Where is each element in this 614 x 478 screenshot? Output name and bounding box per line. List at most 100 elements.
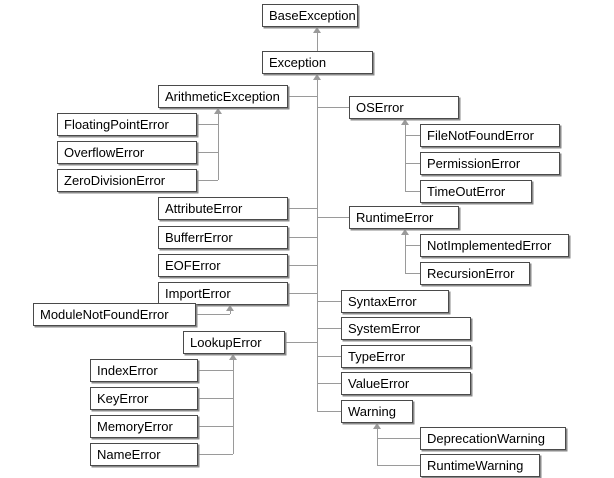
- edge-module-not-found-to-import-error: [196, 314, 230, 315]
- edge-floating-point-error-to-arithmetic-exception: [197, 124, 218, 125]
- exception-trunk: [317, 80, 318, 412]
- node-type-error[interactable]: TypeError: [341, 345, 471, 368]
- node-label: FloatingPointError: [64, 117, 169, 132]
- node-label: FileNotFoundError: [427, 128, 534, 143]
- node-eof-error[interactable]: EOFError: [158, 254, 288, 277]
- edge-name-error-to-lookup-error: [198, 454, 233, 455]
- node-value-error[interactable]: ValueError: [341, 372, 471, 395]
- edge-memory-error-to-lookup-error: [198, 426, 233, 427]
- node-time-out-error[interactable]: TimeOutError: [420, 180, 532, 203]
- node-os-error[interactable]: OSError: [349, 96, 459, 119]
- node-system-error[interactable]: SystemError: [341, 317, 471, 340]
- node-label: SyntaxError: [348, 294, 417, 309]
- node-memory-error[interactable]: MemoryError: [90, 415, 198, 438]
- arrow-warning: [373, 423, 381, 429]
- arrow-os-error: [401, 119, 409, 125]
- riser-lookup-error: [233, 360, 234, 454]
- edge-eof-error-to-exception: [288, 265, 317, 266]
- node-label: ModuleNotFoundError: [40, 307, 169, 322]
- node-label: DeprecationWarning: [427, 431, 546, 446]
- node-label: BufferrError: [165, 230, 233, 245]
- node-label: BaseException: [269, 8, 356, 23]
- node-bufferr-error[interactable]: BufferrError: [158, 226, 288, 249]
- node-label: SystemError: [348, 321, 421, 336]
- node-label: OverflowError: [64, 145, 145, 160]
- node-label: AttributeError: [165, 201, 243, 216]
- node-attribute-error[interactable]: AttributeError: [158, 197, 288, 220]
- node-label: KeyError: [97, 391, 149, 406]
- edge-recursion-error-to-runtime-error: [405, 273, 420, 274]
- edge-type-error-to-exception: [317, 356, 341, 357]
- node-floating-point-error[interactable]: FloatingPointError: [57, 113, 197, 136]
- arrow-runtime-error: [401, 229, 409, 235]
- node-name-error[interactable]: NameError: [90, 443, 198, 466]
- node-overflow-error[interactable]: OverflowError: [57, 141, 197, 164]
- node-warning[interactable]: Warning: [341, 400, 413, 423]
- node-label: OSError: [356, 100, 404, 115]
- node-label: RecursionError: [427, 266, 515, 281]
- riser-import-error: [230, 311, 231, 314]
- edge-index-error-to-lookup-error: [198, 370, 233, 371]
- edge-overflow-error-to-arithmetic-exception: [197, 152, 218, 153]
- node-arithmetic-exception[interactable]: ArithmeticException: [158, 85, 288, 108]
- node-label: ArithmeticException: [165, 89, 280, 104]
- node-lookup-error[interactable]: LookupError: [183, 331, 285, 354]
- node-label: Warning: [348, 404, 396, 419]
- node-label: IndexError: [97, 363, 158, 378]
- edge-system-error-to-exception: [317, 328, 341, 329]
- node-index-error[interactable]: IndexError: [90, 359, 198, 382]
- node-label: NotImplementedError: [427, 238, 552, 253]
- node-base-exception[interactable]: BaseException: [262, 4, 358, 27]
- node-module-not-found[interactable]: ModuleNotFoundError: [33, 303, 196, 326]
- edge-attribute-error-to-exception: [288, 208, 317, 209]
- riser-os-error: [405, 125, 406, 191]
- edge-key-error-to-lookup-error: [198, 398, 233, 399]
- node-runtime-warning[interactable]: RuntimeWarning: [420, 454, 540, 477]
- node-key-error[interactable]: KeyError: [90, 387, 198, 410]
- edge-syntax-error-to-exception: [317, 301, 341, 302]
- edge-warning-to-exception: [317, 411, 341, 412]
- arrow-import-error: [226, 305, 234, 311]
- node-not-implemented-error[interactable]: NotImplementedError: [420, 234, 569, 257]
- edge-os-error-to-exception: [317, 107, 349, 108]
- edge-arithmetic-exception-to-exception: [288, 96, 317, 97]
- riser-arithmetic-exception: [218, 114, 219, 180]
- riser-runtime-error: [405, 235, 406, 273]
- node-label: RuntimeWarning: [427, 458, 524, 473]
- riser-warning: [377, 429, 378, 465]
- node-label: ImportError: [165, 286, 231, 301]
- node-zero-division-error[interactable]: ZeroDivisionError: [57, 169, 197, 192]
- edge-not-implemented-error-to-runtime-error: [405, 245, 420, 246]
- edge-file-not-found-error-to-os-error: [405, 135, 420, 136]
- node-label: ZeroDivisionError: [64, 173, 166, 188]
- edge-runtime-error-to-exception: [317, 217, 349, 218]
- node-deprecation-warning[interactable]: DeprecationWarning: [420, 427, 566, 450]
- node-syntax-error[interactable]: SyntaxError: [341, 290, 449, 313]
- node-label: TimeOutError: [427, 184, 506, 199]
- edge-runtime-warning-to-warning: [377, 465, 420, 466]
- node-recursion-error[interactable]: RecursionError: [420, 262, 530, 285]
- edge-value-error-to-exception: [317, 383, 341, 384]
- node-import-error[interactable]: ImportError: [158, 282, 288, 305]
- node-runtime-error[interactable]: RuntimeError: [349, 206, 459, 229]
- node-label: LookupError: [190, 335, 262, 350]
- edge-zero-division-error-to-arithmetic-exception: [197, 180, 218, 181]
- edge-bufferr-error-to-exception: [288, 237, 317, 238]
- edge-deprecation-warning-to-warning: [377, 438, 420, 439]
- edge-exception-to-base: [317, 33, 318, 51]
- node-exception[interactable]: Exception: [262, 51, 373, 74]
- arrow-arithmetic-exception: [214, 108, 222, 114]
- edge-time-out-error-to-os-error: [405, 191, 420, 192]
- arrow-exception-trunk: [313, 74, 321, 80]
- node-label: MemoryError: [97, 419, 173, 434]
- edge-permission-error-to-os-error: [405, 163, 420, 164]
- node-label: NameError: [97, 447, 161, 462]
- node-permission-error[interactable]: PermissionError: [420, 152, 560, 175]
- node-label: Exception: [269, 55, 327, 70]
- node-label: RuntimeError: [356, 210, 434, 225]
- node-label: EOFError: [165, 258, 221, 273]
- arrow-lookup-error: [229, 354, 237, 360]
- node-file-not-found-error[interactable]: FileNotFoundError: [420, 124, 560, 147]
- edge-import-error-to-exception: [288, 293, 317, 294]
